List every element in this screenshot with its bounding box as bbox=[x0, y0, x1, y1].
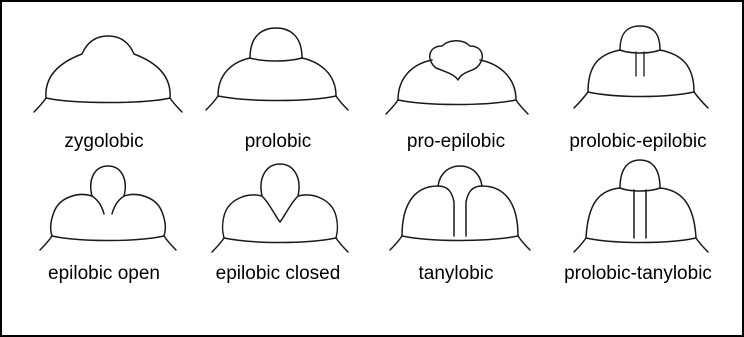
prolobic-tanylobic-head-icon bbox=[548, 152, 728, 262]
label-prolobic-tanylobic: prolobic-tanylobic bbox=[548, 263, 728, 285]
prolobic-head-icon bbox=[188, 20, 368, 130]
label-zygolobic: zygolobic bbox=[14, 131, 194, 153]
zygolobic-head-icon bbox=[14, 20, 194, 130]
cell-prolobic: prolobic bbox=[188, 20, 368, 160]
epilobic-open-head-icon bbox=[14, 152, 194, 262]
cell-prolobic-epilobic: prolobic-epilobic bbox=[548, 20, 728, 160]
cell-pro-epilobic: pro-epilobic bbox=[366, 20, 546, 160]
prolobic-epilobic-head-icon bbox=[548, 20, 728, 130]
cell-zygolobic: zygolobic bbox=[14, 20, 194, 160]
cell-epilobic-open: epilobic open bbox=[14, 152, 194, 292]
label-prolobic: prolobic bbox=[188, 131, 368, 153]
label-epilobic-closed: epilobic closed bbox=[188, 263, 368, 285]
pro-epilobic-head-icon bbox=[366, 20, 546, 130]
tanylobic-head-icon bbox=[366, 152, 546, 262]
label-tanylobic: tanylobic bbox=[366, 263, 546, 285]
label-prolobic-epilobic: prolobic-epilobic bbox=[548, 131, 728, 153]
label-pro-epilobic: pro-epilobic bbox=[366, 131, 546, 153]
cell-epilobic-closed: epilobic closed bbox=[188, 152, 368, 292]
label-epilobic-open: epilobic open bbox=[14, 263, 194, 285]
cell-tanylobic: tanylobic bbox=[366, 152, 546, 292]
cell-prolobic-tanylobic: prolobic-tanylobic bbox=[548, 152, 728, 292]
epilobic-closed-head-icon bbox=[188, 152, 368, 262]
